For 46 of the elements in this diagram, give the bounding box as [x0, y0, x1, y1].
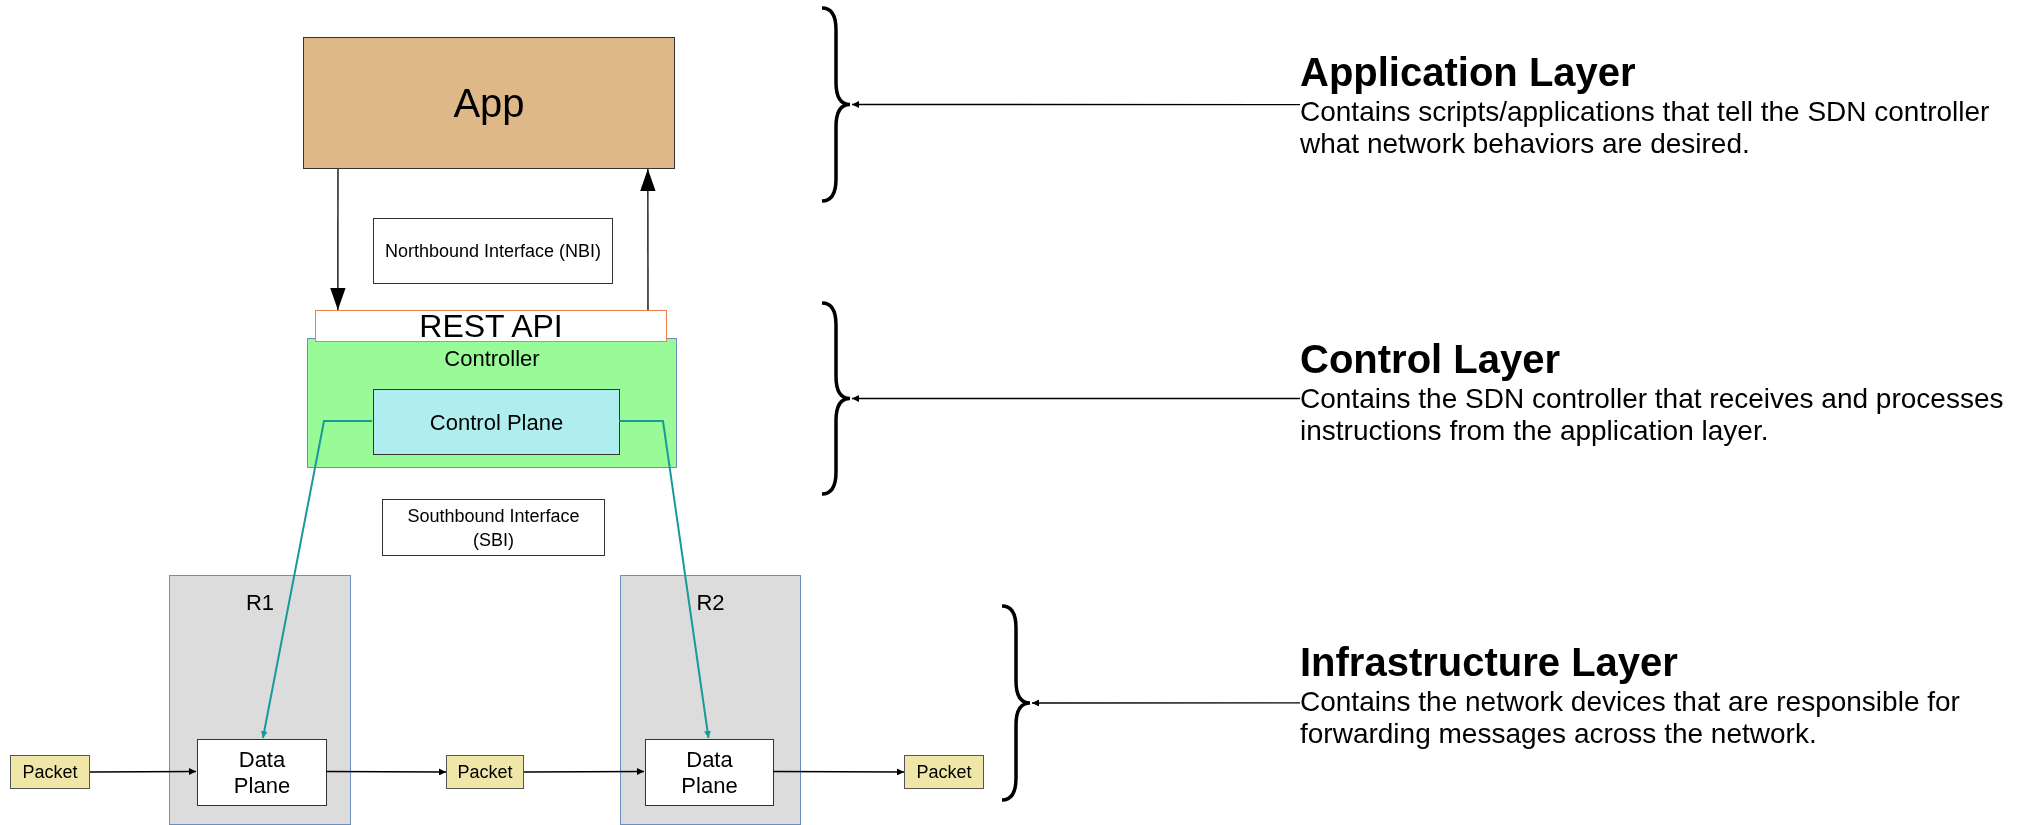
arrow — [325, 768, 447, 776]
arrow — [640, 168, 656, 311]
layer-heading: Control Layer — [1300, 336, 1561, 383]
packet-box — [10, 755, 90, 789]
interface-box — [373, 218, 613, 284]
arrow — [851, 395, 1301, 402]
arrow — [1031, 699, 1301, 707]
router-box — [620, 575, 801, 825]
box-label: Controller — [443, 345, 541, 373]
layer-description: Contains the SDN controller that receives and processes instructions from the application layer. — [1300, 383, 2005, 447]
app-box — [303, 37, 675, 169]
interface-box — [382, 499, 605, 556]
arrow — [260, 420, 373, 739]
data-plane-box — [645, 739, 774, 806]
arrow — [523, 768, 645, 776]
arrow — [330, 168, 346, 311]
curly-brace — [822, 8, 852, 201]
box-label: REST API — [419, 311, 563, 341]
packet-box — [446, 755, 524, 789]
box-label: Packet — [916, 760, 972, 784]
layer-description: Contains scripts/applications that tell the SDN controller what network behaviors are desired. — [1300, 96, 1991, 160]
curly-brace — [822, 303, 852, 494]
box-label: Data Plane — [680, 746, 739, 799]
packet-box — [904, 755, 984, 789]
box-label: R2 — [695, 589, 726, 617]
layer-description: Contains the network devices that are responsible for forwarding messages across the network. — [1300, 686, 1961, 750]
box-label: Packet — [457, 760, 513, 784]
arrow — [89, 768, 197, 776]
arrow — [851, 101, 1301, 108]
box-label: Packet — [22, 760, 78, 784]
arrow — [772, 768, 905, 776]
box-label: Control Plane — [429, 408, 564, 437]
curly-brace — [1002, 606, 1032, 800]
api-box — [315, 310, 667, 342]
box-label: App — [453, 80, 525, 127]
control-plane-box — [373, 389, 620, 455]
layer-heading: Application Layer — [1300, 49, 1636, 96]
box-label: R1 — [244, 589, 276, 617]
controller-box — [307, 338, 677, 468]
arrow — [618, 420, 711, 739]
layer-heading: Infrastructure Layer — [1300, 639, 1678, 686]
router-box — [169, 575, 351, 825]
box-label: Northbound Interface (NBI) — [383, 240, 603, 263]
box-label: Data Plane — [232, 746, 292, 799]
box-label: Southbound Interface (SBI) — [406, 504, 581, 552]
data-plane-box — [197, 739, 327, 806]
